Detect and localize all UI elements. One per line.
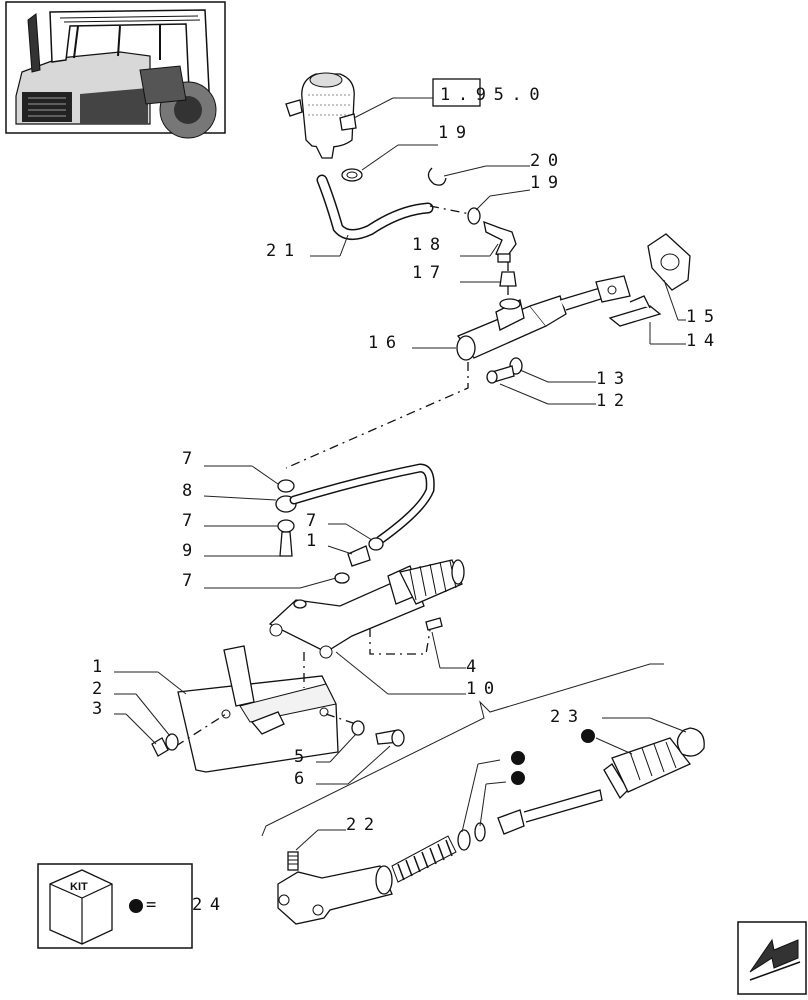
callout-10: 10 [466, 679, 502, 699]
reference-code[interactable]: 1.95.0 [440, 85, 547, 105]
callout-9: 9 [182, 541, 200, 561]
callout-16: 16 [368, 333, 404, 353]
callout-17: 17 [412, 263, 448, 283]
callout-13: 13 [596, 369, 632, 389]
callout-7-b: 7 [182, 511, 200, 531]
washer-fitting [368, 537, 384, 551]
callout-1-bracket: 1 [92, 657, 110, 677]
flat-washer [351, 720, 365, 736]
slave-cylinder [268, 559, 465, 659]
hose-clamp-lower [467, 207, 481, 225]
copper-washer-a [277, 479, 295, 493]
callout-23: 23 [550, 707, 586, 727]
black-dot-kit-marker [129, 899, 143, 913]
lock-washer [165, 733, 179, 751]
callout-15: 15 [686, 307, 722, 327]
copper-washer-b [277, 519, 295, 533]
section-divider [261, 663, 664, 837]
callout-22-text: 22 [346, 815, 382, 835]
clevis-bracket [608, 295, 662, 327]
callout-20: 20 [530, 151, 566, 171]
callout-21: 21 [266, 241, 302, 261]
callout-7-d: 7 [182, 571, 200, 591]
callout-4: 4 [466, 657, 484, 677]
master-cylinder [456, 275, 631, 361]
fitting-union [347, 545, 371, 567]
callout-5: 5 [294, 747, 312, 767]
callout-1-top: 1 [306, 531, 324, 551]
gasket-plate [647, 233, 691, 291]
mount-bolt [425, 617, 443, 631]
spring-clip [427, 167, 447, 186]
washer-slave [334, 572, 350, 584]
hex-nut [151, 737, 169, 757]
callout-19-lower: 19 [530, 173, 566, 193]
callout-19-top: 19 [438, 123, 474, 143]
callout-8: 8 [182, 481, 200, 501]
banjo-bolt [279, 531, 293, 557]
black-dot-kit-marker [581, 729, 595, 743]
elbow-fitting [483, 220, 517, 263]
kit-equals: = [146, 895, 164, 915]
mounting-bracket [177, 645, 339, 773]
next-page-arrow-icon[interactable] [737, 921, 807, 995]
callout-7-c: 7 [306, 511, 324, 531]
callout-12: 12 [596, 391, 632, 411]
callout-14: 14 [686, 331, 722, 351]
black-dot-kit-marker [511, 751, 525, 765]
callout-24: 24 [192, 895, 228, 915]
hose-clamp [341, 168, 363, 182]
callout-7-a: 7 [182, 449, 200, 469]
kit-box-label: KIT [70, 881, 88, 893]
slave-cylinder-internals [277, 727, 705, 925]
fluid-reservoir [285, 72, 357, 159]
reference-box [432, 78, 481, 107]
black-dot-kit-marker [511, 771, 525, 785]
seal-washer [499, 271, 517, 287]
bolt-and-washer [486, 357, 523, 384]
tractor-cab-thumbnail[interactable] [5, 1, 226, 139]
callout-6: 6 [294, 769, 312, 789]
callout-3: 3 [92, 699, 110, 719]
kit-legend: KIT = [37, 863, 193, 949]
callout-2: 2 [92, 679, 110, 699]
callout-18: 18 [412, 235, 448, 255]
